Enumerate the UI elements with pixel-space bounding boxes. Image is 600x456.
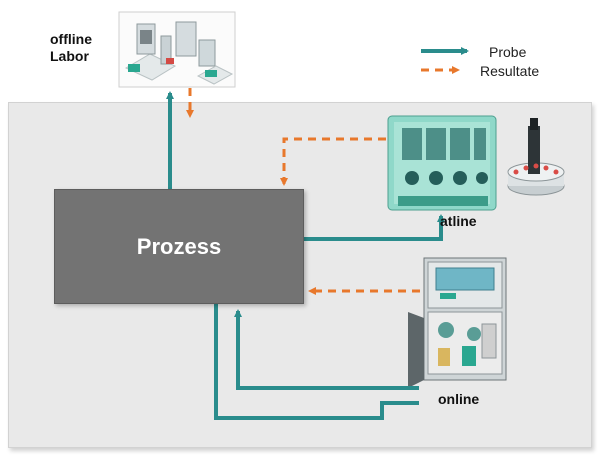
probe-return-from-online: [234, 309, 419, 390]
probe-arrow-to-atline: [304, 214, 445, 241]
probe-loop-online-outer: [214, 304, 419, 420]
offline-lab-instrument-image: [118, 11, 236, 88]
online-label: online: [438, 391, 480, 407]
result-arrow-from-atline: [280, 137, 386, 186]
atline-instrument-image: [387, 115, 565, 211]
legend-result-label: Resultate: [480, 63, 540, 79]
legend-probe-label: Probe: [489, 44, 527, 60]
online-analyzer-image: [408, 257, 507, 388]
process-label: Prozess: [136, 233, 222, 259]
offline-lab-label: offline Labor: [50, 31, 92, 64]
process-box: Prozess: [54, 189, 304, 304]
atline-label: atline: [440, 213, 477, 229]
